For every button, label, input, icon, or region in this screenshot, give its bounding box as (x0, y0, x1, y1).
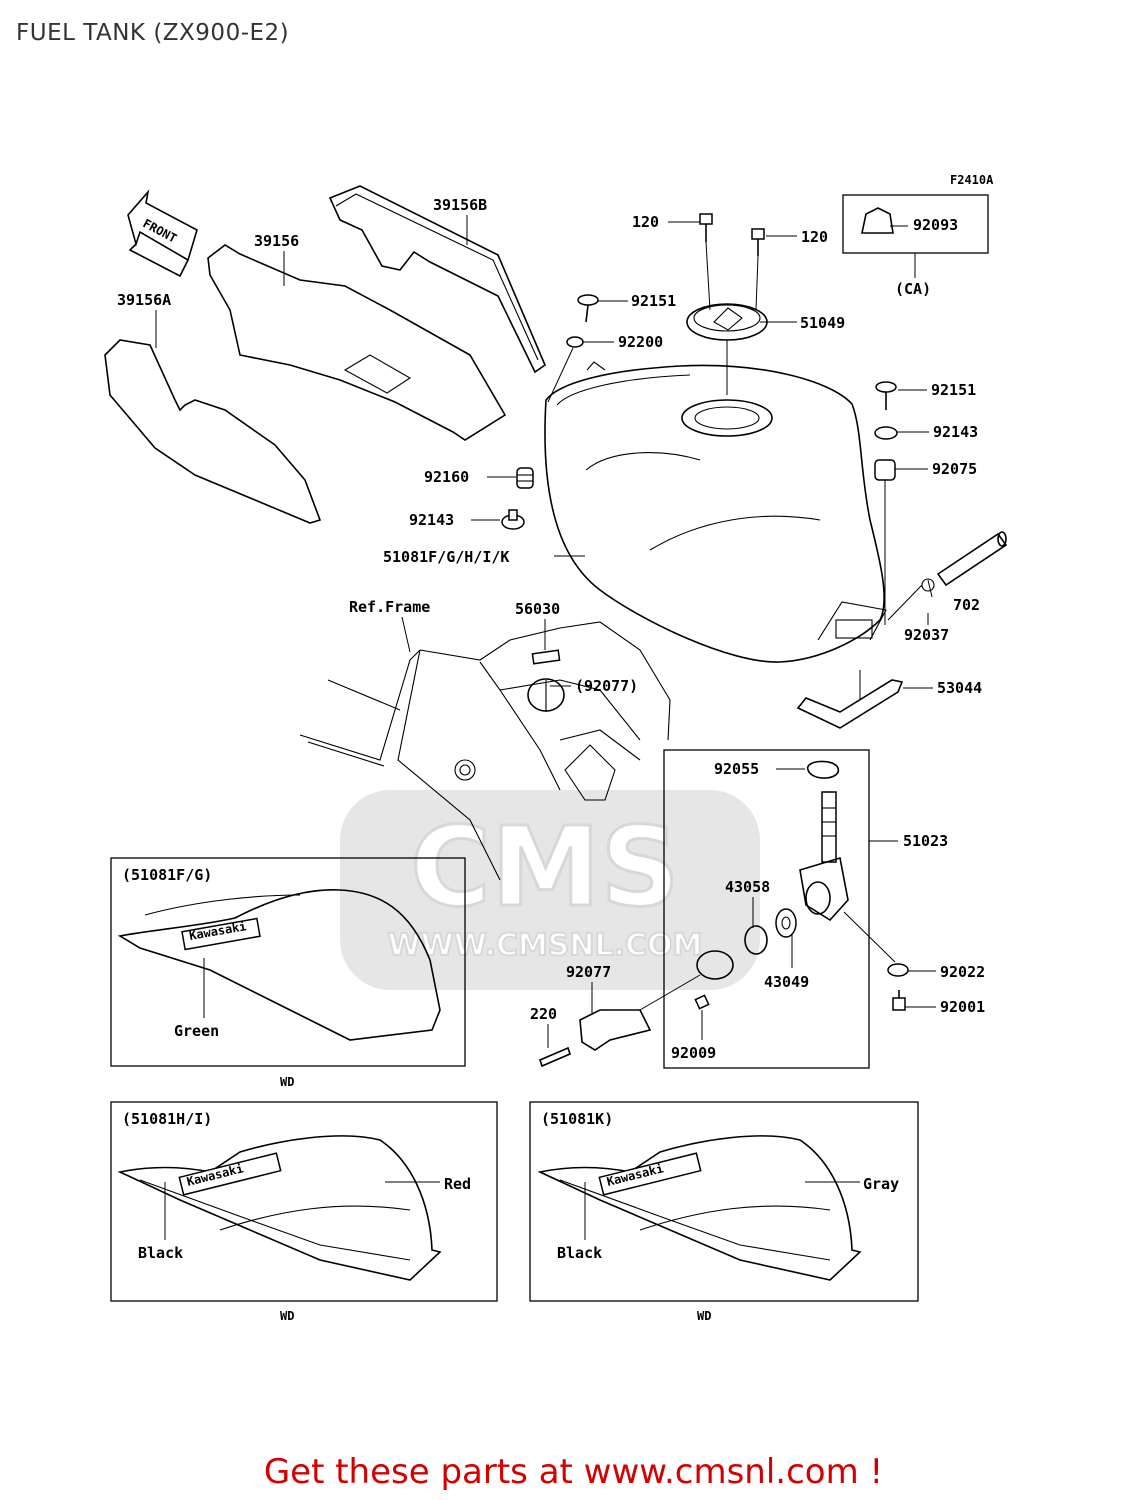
clip-92037 (887, 578, 935, 621)
pad-56030 (531, 649, 561, 665)
callout-92055: 92055 (714, 760, 759, 778)
side-cover-39156B (328, 185, 546, 374)
callout-92077a: (92077) (575, 677, 638, 695)
bolt-120-right (751, 228, 765, 311)
callout-51023: 51023 (903, 832, 948, 850)
screw-220 (539, 1046, 571, 1068)
callout-92077b: 92077 (566, 963, 611, 981)
washer-92022 (887, 963, 909, 977)
callout-92009: 92009 (671, 1044, 716, 1062)
inset-1-title: (51081F/G) (122, 866, 212, 884)
callout-92037: 92037 (904, 626, 949, 644)
callout-92200: 92200 (618, 333, 663, 351)
callout-ref-frame: Ref.Frame (349, 598, 430, 616)
callout-92075: 92075 (932, 460, 977, 478)
inset-2-title: (51081H/I) (122, 1110, 212, 1128)
callout-43049: 43049 (764, 973, 809, 991)
washer-92200 (547, 336, 584, 403)
inset-3-footer: WD (697, 1309, 711, 1323)
side-cover-39156 (207, 244, 507, 441)
inset-3-color-gray: Gray (863, 1175, 899, 1193)
fuel-cap-51049 (686, 303, 768, 395)
collar-92143-right (874, 426, 898, 440)
inset-2-footer: WD (280, 1309, 294, 1323)
hose-702 (936, 531, 1008, 587)
footer-link-text[interactable]: Get these parts at www.cmsnl.com ! (263, 1452, 884, 1492)
callout-92151a: 92151 (631, 292, 676, 310)
bolt-92151-right (875, 381, 897, 410)
callout-702: 702 (953, 596, 980, 614)
inset-3-title: (51081K) (541, 1110, 613, 1128)
callout-120a: 120 (632, 213, 659, 231)
fuel-tank-51081 (544, 361, 887, 663)
inset-2-color-black: Black (138, 1244, 183, 1262)
gasket-43049 (775, 908, 797, 938)
cap-92077-ref (527, 678, 565, 712)
lever-92077 (579, 950, 734, 1051)
inset-1-color-green: Green (174, 1022, 219, 1040)
bolt-120-left (699, 213, 713, 311)
screw-92001 (892, 990, 906, 1011)
damper-92075 (874, 459, 896, 625)
callout-39156: 39156 (254, 232, 299, 250)
inset-51081HI: (51081H/I) Kawasaki Red Black (110, 1101, 498, 1302)
inset-2-color-red: Red (444, 1175, 471, 1193)
callout-92001: 92001 (940, 998, 985, 1016)
callout-220: 220 (530, 1005, 557, 1023)
callout-51049: 51049 (800, 314, 845, 332)
inset-51081K: (51081K) Kawasaki Gray Black (529, 1101, 919, 1302)
watermark-logo: CMS (410, 803, 679, 931)
svg-text:FRONT: FRONT (141, 216, 179, 245)
front-arrow-icon: FRONT (127, 189, 198, 278)
callout-ca: (CA) (895, 280, 931, 298)
watermark-url: WWW.CMSNL.COM (388, 928, 703, 963)
leader-lines (155, 215, 936, 1048)
side-cover-39156A (104, 339, 322, 524)
callout-39156B: 39156B (433, 196, 487, 214)
diagram-code: F2410A (950, 173, 994, 187)
inset-3-color-black: Black (557, 1244, 602, 1262)
callout-53044: 53044 (937, 679, 982, 697)
callout-labels: 39156B 39156 39156A 120 120 92093 (CA) 9… (117, 196, 985, 1062)
bolt-92151-left (577, 294, 599, 323)
stay-53044 (796, 670, 904, 729)
callout-92143a: 92143 (409, 511, 454, 529)
cap-set-box (842, 194, 989, 278)
callout-56030: 56030 (515, 600, 560, 618)
screw-92009 (694, 994, 710, 1010)
callout-92022: 92022 (940, 963, 985, 981)
grommet-92160 (516, 467, 534, 489)
cms-watermark: CMS WWW.CMSNL.COM (340, 790, 760, 990)
inset-1-footer: WD (280, 1075, 294, 1089)
callout-120b: 120 (801, 228, 828, 246)
o-ring-43058 (744, 925, 768, 955)
frame-reference (299, 621, 671, 881)
callout-51081: 51081F/G/H/I/K (383, 548, 509, 566)
page-title: FUEL TANK (ZX900-E2) (16, 20, 290, 46)
callout-92093: 92093 (913, 216, 958, 234)
collar-92143-left (501, 509, 525, 530)
callout-92143b: 92143 (933, 423, 978, 441)
fuel-cock-box-51023 (663, 749, 896, 1069)
callout-39156A: 39156A (117, 291, 171, 309)
callout-92160: 92160 (424, 468, 469, 486)
callout-92151b: 92151 (931, 381, 976, 399)
callout-43058: 43058 (725, 878, 770, 896)
